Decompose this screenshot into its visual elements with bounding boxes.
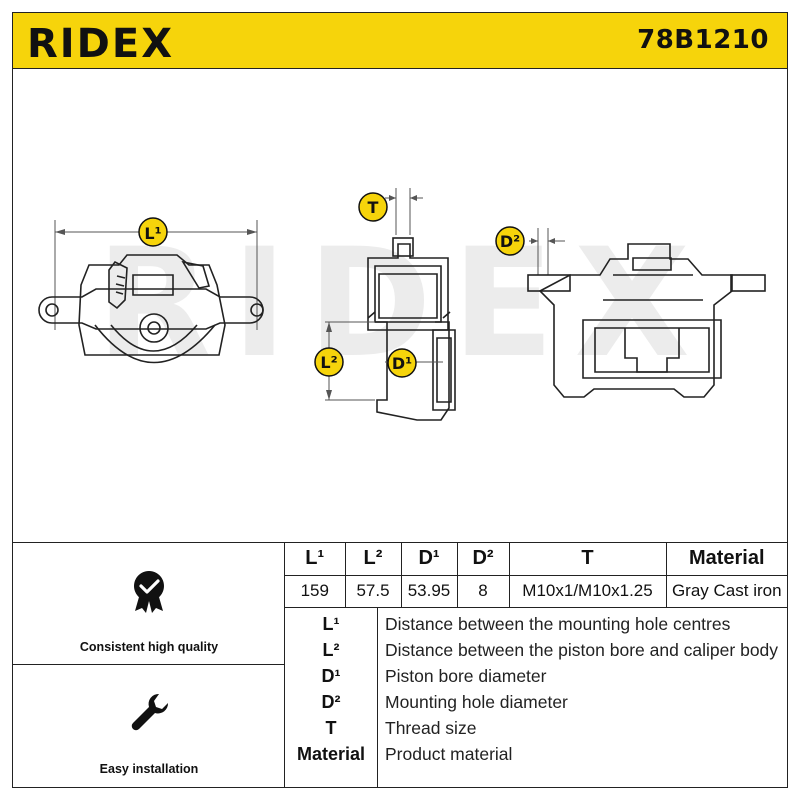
- d2-marker: D²: [495, 226, 525, 256]
- dimension-legend: L¹ Distance between the mounting hole ce…: [285, 607, 787, 788]
- bottom-section: Consistent high quality Easy installatio…: [13, 542, 787, 788]
- legend-description: Mounting hole diameter: [385, 692, 568, 712]
- spec-header-d2: D²: [457, 543, 510, 576]
- specification-table: L¹ L² D¹ D² T Material 159 57.5 53.95 8 …: [285, 543, 787, 608]
- wrench-icon: [131, 693, 169, 731]
- legend-key: Material: [296, 744, 366, 764]
- technical-drawing: RIDEX: [13, 70, 787, 542]
- legend-description: Piston bore diameter: [385, 666, 547, 686]
- spec-value-d2: 8: [457, 575, 510, 608]
- features-column: Consistent high quality Easy installatio…: [13, 543, 285, 788]
- spec-value-row: 159 57.5 53.95 8 M10x1/M10x1.25 Gray Cas…: [285, 575, 787, 608]
- legend-description: Distance between the mounting hole centr…: [385, 614, 731, 634]
- product-sheet: RIDEX 78B1210 RIDEX: [12, 12, 788, 788]
- legend-description: Thread size: [385, 718, 477, 738]
- d2-marker-label: D²: [500, 232, 520, 251]
- legend-key: L²: [322, 640, 340, 660]
- l1-marker-label: L¹: [144, 224, 161, 243]
- legend-row: L¹ Distance between the mounting hole ce…: [285, 611, 787, 637]
- spec-value-d1: 53.95: [401, 575, 458, 608]
- feature-quality-label: Consistent high quality: [79, 640, 219, 654]
- legend-key: D¹: [321, 666, 341, 686]
- feature-installation: [13, 691, 285, 740]
- t-marker-label: T: [368, 198, 379, 217]
- spec-value-l2: 57.5: [345, 575, 402, 608]
- quality-check-icon: [133, 571, 164, 613]
- spec-header-d1: D¹: [401, 543, 458, 576]
- l2-marker-label: L²: [320, 353, 337, 372]
- spec-value-material: Gray Cast iron: [666, 575, 787, 608]
- legend-key: D²: [321, 692, 341, 712]
- legend-description: Distance between the piston bore and cal…: [385, 640, 779, 660]
- spec-value-l1: 159: [285, 575, 346, 608]
- brand-logo: RIDEX: [27, 21, 174, 65]
- legend-divider: [377, 607, 378, 788]
- caliper-side-view: [527, 228, 766, 398]
- spec-header-row: L¹ L² D¹ D² T Material: [285, 543, 787, 576]
- spec-header-l2: L²: [345, 543, 402, 576]
- feature-quality: [13, 569, 285, 618]
- legend-row: L² Distance between the piston bore and …: [285, 637, 787, 663]
- legend-key: L¹: [322, 614, 340, 634]
- legend-row: D² Mounting hole diameter: [285, 689, 787, 715]
- l2-marker: L²: [314, 347, 344, 377]
- legend-row: T Thread size: [285, 715, 787, 741]
- l1-marker: L¹: [138, 217, 168, 247]
- features-divider: [13, 664, 285, 665]
- spec-header-t: T: [509, 543, 667, 576]
- t-marker: T: [358, 192, 388, 222]
- legend-row: D¹ Piston bore diameter: [285, 663, 787, 689]
- header-bar: RIDEX 78B1210: [13, 13, 787, 69]
- caliper-drawing-svg: RIDEX: [38, 188, 766, 421]
- spec-header-l1: L¹: [285, 543, 346, 576]
- feature-installation-label: Easy installation: [99, 762, 199, 776]
- spec-header-material: Material: [666, 543, 787, 576]
- part-number: 78B1210: [637, 25, 769, 55]
- legend-key: T: [325, 718, 337, 738]
- d1-marker-label: D¹: [392, 354, 412, 373]
- caliper-section-view: [367, 188, 456, 421]
- spec-value-t: M10x1/M10x1.25: [509, 575, 667, 608]
- d1-marker: D¹: [387, 348, 417, 378]
- brand-logo-text: RIDEX: [27, 21, 174, 65]
- legend-row: Material Product material: [285, 741, 787, 767]
- legend-description: Product material: [385, 744, 513, 764]
